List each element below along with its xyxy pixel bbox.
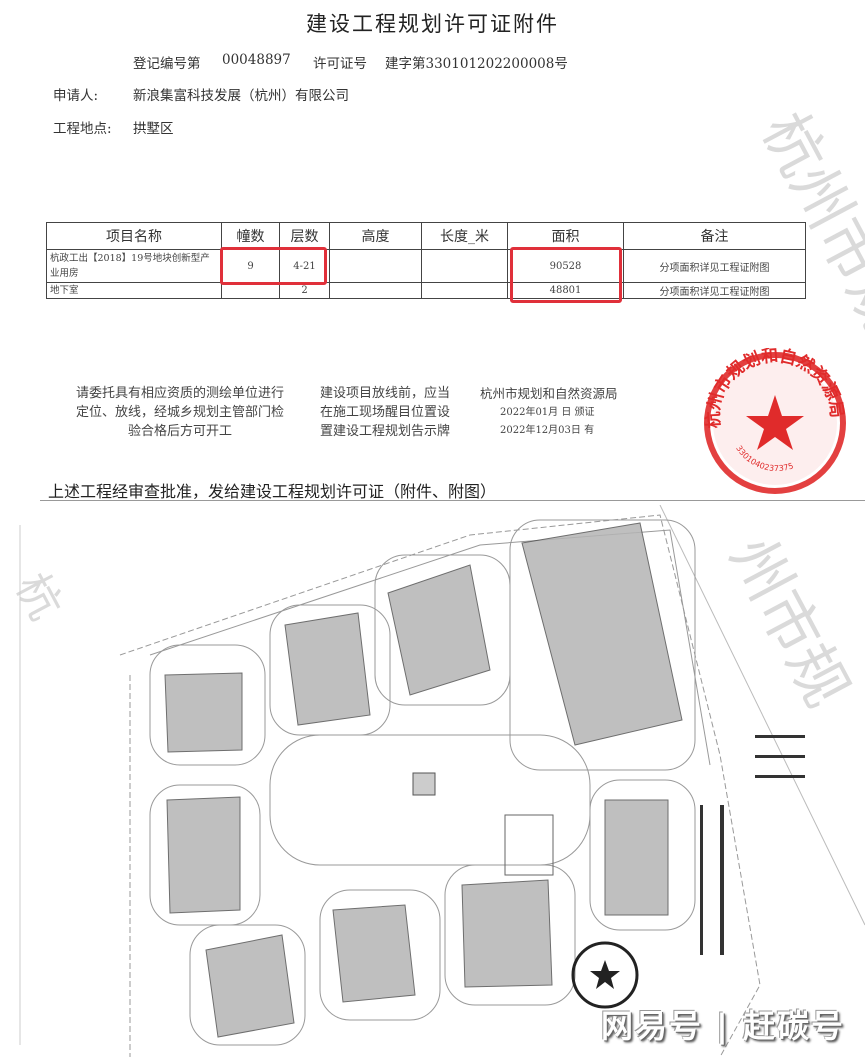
note-line: 置建设工程规划告示牌 — [319, 424, 450, 439]
cell-area: 48801 — [507, 282, 624, 299]
note-line: 验合格后方可开工 — [127, 424, 232, 439]
header-length: 长度_米 — [421, 222, 508, 250]
permit-label: 许可证号 — [313, 56, 367, 72]
applicant-name: 新浪集富科技发展（杭州）有限公司 — [133, 88, 349, 104]
table-header-row: 项目名称 幢数 层数 高度 长度_米 面积 备注 — [46, 222, 806, 250]
cell-length — [421, 282, 508, 299]
document-title: 建设工程规划许可证附件 — [306, 12, 559, 36]
note-line: 在施工现场醒目位置设 — [319, 405, 450, 420]
platform-watermark: 网易号 | 赶碳号 — [601, 1007, 845, 1045]
header-height: 高度 — [329, 222, 422, 250]
issue-date: 2022年01月 日 颁证 — [500, 407, 595, 418]
registration-label: 登记编号第 — [133, 56, 201, 72]
cell-project-name: 杭政工出【2018】19号地块创新型产业用房 — [46, 249, 222, 283]
valid-date: 2022年12月03日 有 — [500, 425, 595, 436]
surveyor-seal — [571, 941, 639, 1009]
note-line: 建设项目放线前，应当 — [319, 386, 450, 401]
applicant-label: 申请人: — [53, 88, 99, 104]
site-plan-drawing — [19, 505, 865, 1057]
cell-remarks: 分项面积详见工程证附图 — [623, 282, 806, 299]
permit-number: 建字第330101202200008号 — [385, 56, 568, 72]
project-table: 项目名称 幢数 层数 高度 长度_米 面积 备注 杭政工出【2018】19号地块… — [46, 222, 806, 299]
header-remarks: 备注 — [623, 222, 806, 250]
cell-project-name: 地下室 — [46, 282, 222, 299]
header-area: 面积 — [507, 222, 624, 250]
table-row: 地下室 2 48801 分项面积详见工程证附图 — [46, 282, 806, 299]
highlight-box-area — [510, 247, 622, 303]
signage-note: 建设项目放线前，应当 在施工现场醒目位置设 置建设工程规划告示牌 — [305, 384, 465, 441]
header-floors: 层数 — [279, 222, 330, 250]
table-row: 杭政工出【2018】19号地块创新型产业用房 9 4-21 90528 分项面积… — [46, 249, 806, 283]
cell-height — [329, 249, 422, 283]
issuer-name: 杭州市规划和自然资源局 — [480, 386, 618, 401]
cell-height — [329, 282, 422, 299]
divider — [40, 500, 865, 501]
approval-statement: 上述工程经审查批准，发给建设工程规划许可证（附件、附图） — [48, 482, 497, 501]
note-line: 定位、放线，经城乡规划主管部门检 — [75, 405, 284, 420]
cell-length — [421, 249, 508, 283]
star-icon — [746, 395, 804, 450]
highlight-box-buildings-floors — [220, 247, 327, 285]
survey-note: 请委托具有相应资质的测绘单位进行 定位、放线，经城乡规划主管部门检 验合格后方可… — [60, 384, 300, 441]
header-buildings: 幢数 — [221, 222, 280, 250]
cell-remarks: 分项面积详见工程证附图 — [623, 249, 806, 283]
site-location: 拱墅区 — [133, 121, 174, 137]
official-seal: 杭州市规划和自然资源局 3301040237375 — [703, 348, 846, 494]
site-label: 工程地点: — [53, 121, 112, 137]
note-line: 请委托具有相应资质的测绘单位进行 — [75, 386, 284, 401]
header-project-name: 项目名称 — [46, 222, 222, 250]
registration-number: 00048897 — [222, 52, 291, 68]
